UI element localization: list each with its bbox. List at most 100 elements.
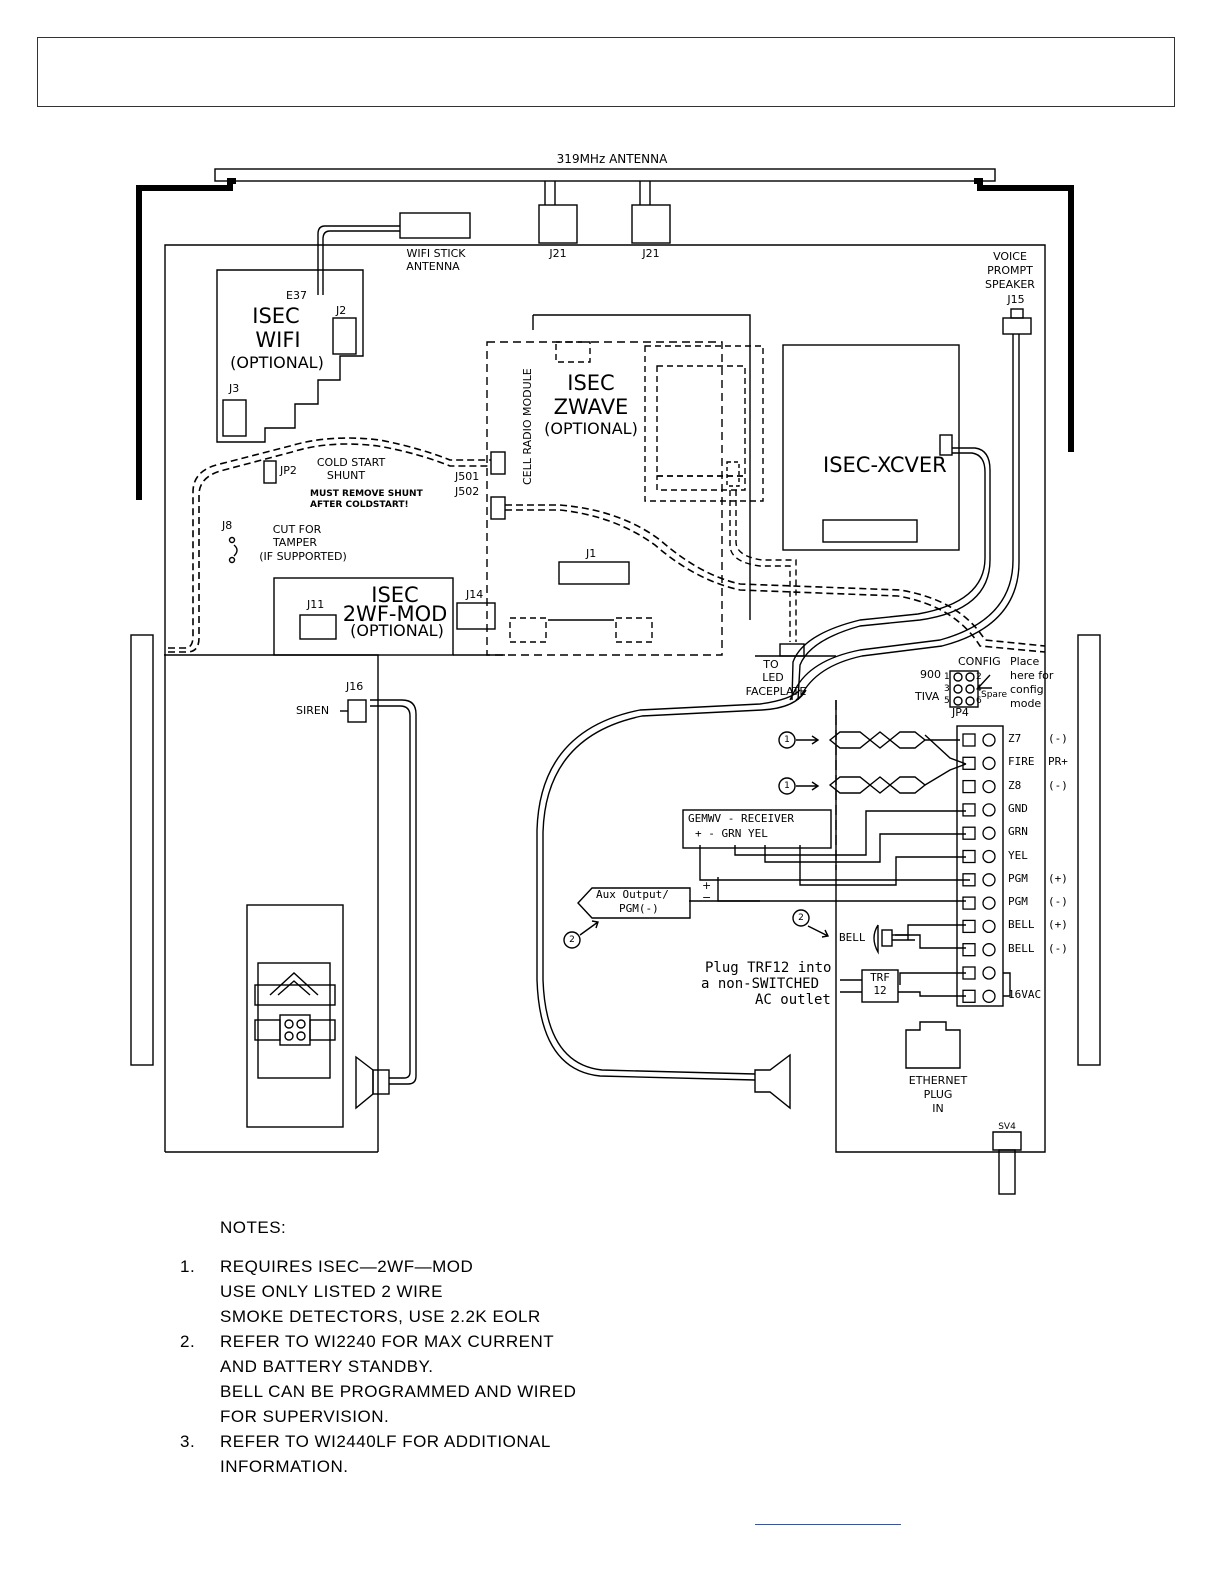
battery-box	[246, 904, 344, 1128]
antenna-bar	[214, 168, 996, 182]
wifi-stick	[399, 212, 471, 239]
cold-start-label-1: COLD START	[316, 456, 386, 469]
ethernet-label-1: ETHERNET	[908, 1074, 968, 1087]
jp4-pin-3: 3	[944, 684, 950, 694]
config-spare-label: Spare	[981, 690, 1007, 700]
terminal-name: 16VAC	[1008, 988, 1042, 1002]
j21-connector-1	[538, 204, 578, 244]
terminal-screw	[962, 826, 976, 840]
terminal-name: PGM	[1008, 871, 1028, 885]
tamper-label-2: TAMPER	[272, 536, 318, 549]
terminal-name: FIRE	[1008, 755, 1035, 769]
terminal-screw	[962, 779, 976, 794]
terminal-name: YEL	[1008, 848, 1028, 862]
j15-label: J15	[1007, 293, 1025, 306]
terminal-name: Z8	[1008, 778, 1022, 792]
mod2wf-title-1: ISEC	[371, 583, 419, 607]
isec-wifi-optional: (OPTIONAL)	[230, 353, 324, 372]
config-tiva-label: TIVA	[915, 690, 940, 703]
j21-connector-2	[631, 204, 671, 244]
shunt-warning-2: AFTER COLDSTART!	[310, 500, 409, 510]
note-2-line-2: AND BATTERY STANDBY.	[220, 1357, 434, 1376]
gemwv-receiver-box	[682, 809, 832, 849]
note-2-line-4: FOR SUPERVISION.	[220, 1407, 390, 1426]
note-3-num: 3.	[180, 1432, 196, 1451]
config-label: CONFIG	[958, 655, 1001, 668]
j11-label: J11	[307, 598, 325, 611]
marker-1b: 1	[784, 781, 790, 791]
j502	[490, 496, 506, 520]
sv4-label: SV4	[998, 1122, 1016, 1132]
shunt-warning-1: MUST REMOVE SHUNT	[310, 489, 423, 499]
terminal-hole	[982, 733, 996, 747]
j1-connector	[558, 561, 630, 585]
marker-1a: 1	[784, 735, 790, 745]
j502-label: J502	[455, 485, 480, 498]
jp4-header	[949, 670, 979, 708]
terminal-screw	[962, 966, 976, 980]
terminal-signal: PR+	[1048, 755, 1068, 769]
header-box	[37, 37, 1175, 107]
note-2-line-1: REFER TO WI2240 FOR MAX CURRENT	[220, 1332, 555, 1351]
footer-link[interactable]	[755, 1524, 901, 1525]
config-place-2: here for	[1010, 669, 1054, 682]
cell-radio-module-dashed	[486, 341, 723, 656]
terminal-screw	[962, 849, 976, 864]
ethernet-label-2: PLUG	[923, 1088, 953, 1101]
config-place-1: Place	[1010, 655, 1040, 668]
voice-prompt-label-1: VOICE	[993, 250, 1027, 263]
wifi-antenna-label-1: WIFI STICK	[406, 247, 466, 260]
isec-xcver-box	[782, 344, 960, 551]
cell-radio-module-label: CELL RADIO MODULE	[521, 368, 534, 485]
marker-2b: 2	[569, 935, 575, 945]
config-place-3: config	[1010, 683, 1044, 696]
trf12-note-3: AC outlet	[755, 992, 831, 1008]
terminal-hole	[982, 803, 996, 817]
isec-2wf-mod-box	[273, 577, 454, 656]
e37-label: E37	[286, 289, 307, 302]
terminal-screw	[962, 803, 976, 817]
note-1-line-1: REQUIRES ISEC—2WF—MOD	[220, 1257, 474, 1276]
terminal-name: GND	[1008, 801, 1028, 815]
tamper-label-1: CUT FOR	[272, 523, 322, 536]
terminal-signal: (-)	[1048, 895, 1068, 909]
sv4-switch	[998, 1149, 1016, 1195]
terminal-hole	[982, 779, 996, 794]
aux-plus: +	[702, 879, 712, 892]
wifi-antenna-label-2: ANTENNA	[406, 260, 460, 273]
terminal-name: Z7	[1008, 732, 1022, 745]
jp4-pin-4: 4	[976, 684, 982, 694]
jp2-shunt	[263, 460, 277, 484]
mod2wf-optional: (OPTIONAL)	[350, 621, 444, 640]
voice-prompt-label-3: SPEAKER	[985, 278, 1035, 291]
j1-label: J1	[586, 547, 597, 560]
trf12-box-label-1: TRF	[870, 971, 890, 984]
gemwv-title: GEMWV - RECEIVER	[688, 812, 794, 825]
j15-connector	[1002, 317, 1032, 335]
notes-title: NOTES:	[220, 1218, 287, 1237]
aux-output-label-2: PGM(-)	[619, 902, 659, 915]
ethernet-jack	[905, 1021, 961, 1069]
trf12-box-label-2: 12	[873, 984, 887, 997]
terminal-signal: (-)	[1048, 941, 1068, 955]
terminal-hole	[982, 989, 996, 1003]
note-3-line-2: INFORMATION.	[220, 1457, 349, 1476]
mod2wf-title-2: 2WF-MOD	[342, 602, 448, 626]
bell-icon	[873, 924, 879, 955]
note-3-line-1: REFER TO WI2440LF FOR ADDITIONAL	[220, 1432, 551, 1451]
isec-wifi-module	[216, 269, 364, 443]
speaker-icon	[754, 1053, 791, 1110]
terminal-name: BELL	[1008, 941, 1035, 955]
j2-label: J2	[336, 304, 347, 317]
zwave-board	[533, 314, 751, 620]
zwave-title-2: ZWAVE	[553, 395, 629, 419]
isec-wifi-title-2: WIFI	[255, 328, 301, 352]
j21-label-2: J21	[642, 247, 660, 260]
terminal-hole	[982, 826, 996, 840]
j14-label: J14	[466, 588, 484, 601]
terminal-block	[956, 725, 1004, 1007]
j501-label: J501	[455, 470, 480, 483]
siren-label: SIREN	[296, 704, 330, 717]
gemwv-pins: + - GRN YEL	[695, 827, 768, 840]
